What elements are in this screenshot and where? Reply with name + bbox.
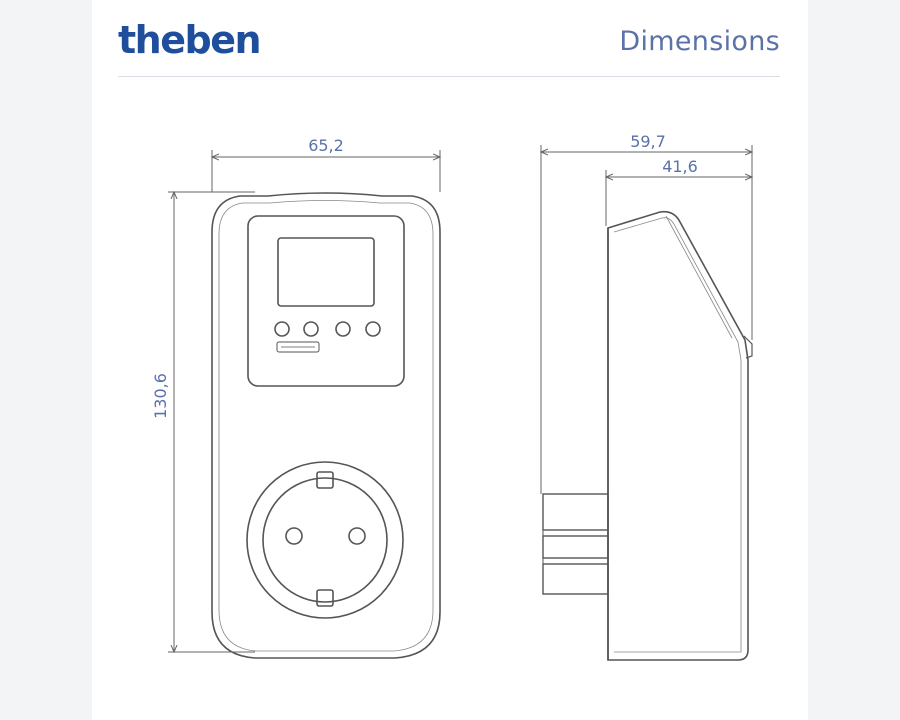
panel-button-2 — [303, 321, 319, 337]
side-clip — [743, 335, 753, 359]
front-view — [211, 192, 441, 659]
socket-outer-ring — [246, 461, 404, 619]
button-label-strip — [276, 341, 320, 353]
earth-clip-top — [316, 471, 334, 489]
plug-prong-2 — [542, 529, 609, 537]
panel-button-4 — [365, 321, 381, 337]
lcd-screen — [277, 237, 375, 307]
panel-button-3 — [335, 321, 351, 337]
header-divider — [118, 76, 780, 77]
front-height-dimension — [168, 192, 255, 652]
front-width-label: 65,2 — [308, 136, 344, 155]
socket-pin-hole-right — [348, 527, 366, 545]
side-body-outline — [607, 210, 749, 661]
side-view — [542, 210, 753, 661]
side-body-inner-edge — [613, 217, 742, 653]
front-housing-inner-edge — [218, 200, 434, 652]
plug-prong-4 — [542, 557, 609, 565]
panel-button-1 — [274, 321, 290, 337]
side-depth-body-dimension — [606, 170, 752, 226]
side-depth-total-label: 59,7 — [630, 132, 666, 151]
theben-logo: theben — [118, 18, 262, 62]
plug-prong-3 — [542, 535, 609, 559]
plug-prong-5 — [542, 563, 609, 595]
front-height-label: 130,6 — [151, 373, 170, 419]
side-depth-total-dimension — [541, 145, 752, 494]
earth-clip-bottom — [316, 589, 334, 607]
display-panel — [247, 215, 405, 387]
front-width-dimension — [212, 150, 440, 192]
side-depth-body-label: 41,6 — [662, 157, 698, 176]
page-title: Dimensions — [619, 26, 780, 57]
front-housing-outline — [211, 192, 441, 659]
plug-prong-1 — [542, 493, 609, 531]
socket-inner-ring — [262, 477, 388, 603]
socket-pin-hole-left — [285, 527, 303, 545]
